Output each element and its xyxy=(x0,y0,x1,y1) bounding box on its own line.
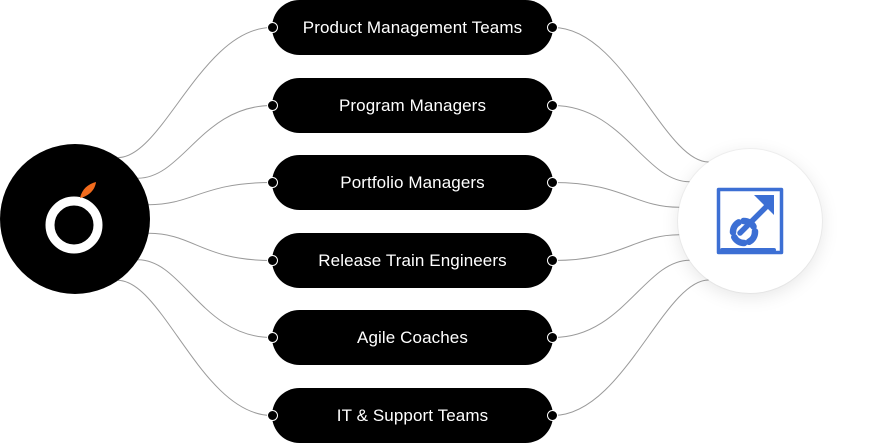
connector-dot-right xyxy=(547,410,558,421)
role-label: Agile Coaches xyxy=(357,327,468,347)
connector-dot-left xyxy=(267,100,278,111)
connector-dot-left xyxy=(267,255,278,266)
target-process-logo-icon xyxy=(716,187,784,255)
role-label: Portfolio Managers xyxy=(340,172,485,192)
connector-line-left xyxy=(117,27,273,159)
role-label: Program Managers xyxy=(338,95,487,115)
role-label: Release Train Engineers xyxy=(318,250,507,270)
connector-line-right xyxy=(552,279,709,416)
connector-dot-right xyxy=(547,255,558,266)
role-pill: Product Management Teams xyxy=(267,0,558,55)
role-pill: Agile Coaches xyxy=(267,310,558,365)
connector-dot-left xyxy=(267,22,278,33)
connector-line-right xyxy=(552,182,680,208)
role-pill: Portfolio Managers xyxy=(267,155,558,210)
connector-line-left xyxy=(137,259,273,338)
role-pill: IT & Support Teams xyxy=(267,388,558,443)
connector-dot-right xyxy=(547,177,558,188)
target-process-logo-node xyxy=(678,149,822,293)
connector-line-right xyxy=(552,27,709,163)
role-label: IT & Support Teams xyxy=(336,405,489,425)
connector-line-right xyxy=(552,259,690,338)
connector-dot-left xyxy=(267,332,278,343)
connector-line-left xyxy=(117,279,273,416)
connector-dot-right xyxy=(547,100,558,111)
connector-line-left xyxy=(137,105,273,179)
role-pill: Release Train Engineers xyxy=(267,233,558,288)
orange-logo-node xyxy=(0,144,150,294)
connector-dot-right xyxy=(547,332,558,343)
connector-line-left xyxy=(148,232,273,261)
role-label: Product Management Teams xyxy=(302,17,523,37)
connector-dot-right xyxy=(547,22,558,33)
connector-line-right xyxy=(552,234,680,261)
role-pill: Program Managers xyxy=(267,78,558,133)
orange-logo-icon xyxy=(45,182,103,254)
connector-dot-left xyxy=(267,410,278,421)
connector-line-right xyxy=(552,105,690,183)
connector-line-left xyxy=(148,182,273,206)
connector-dot-left xyxy=(267,177,278,188)
